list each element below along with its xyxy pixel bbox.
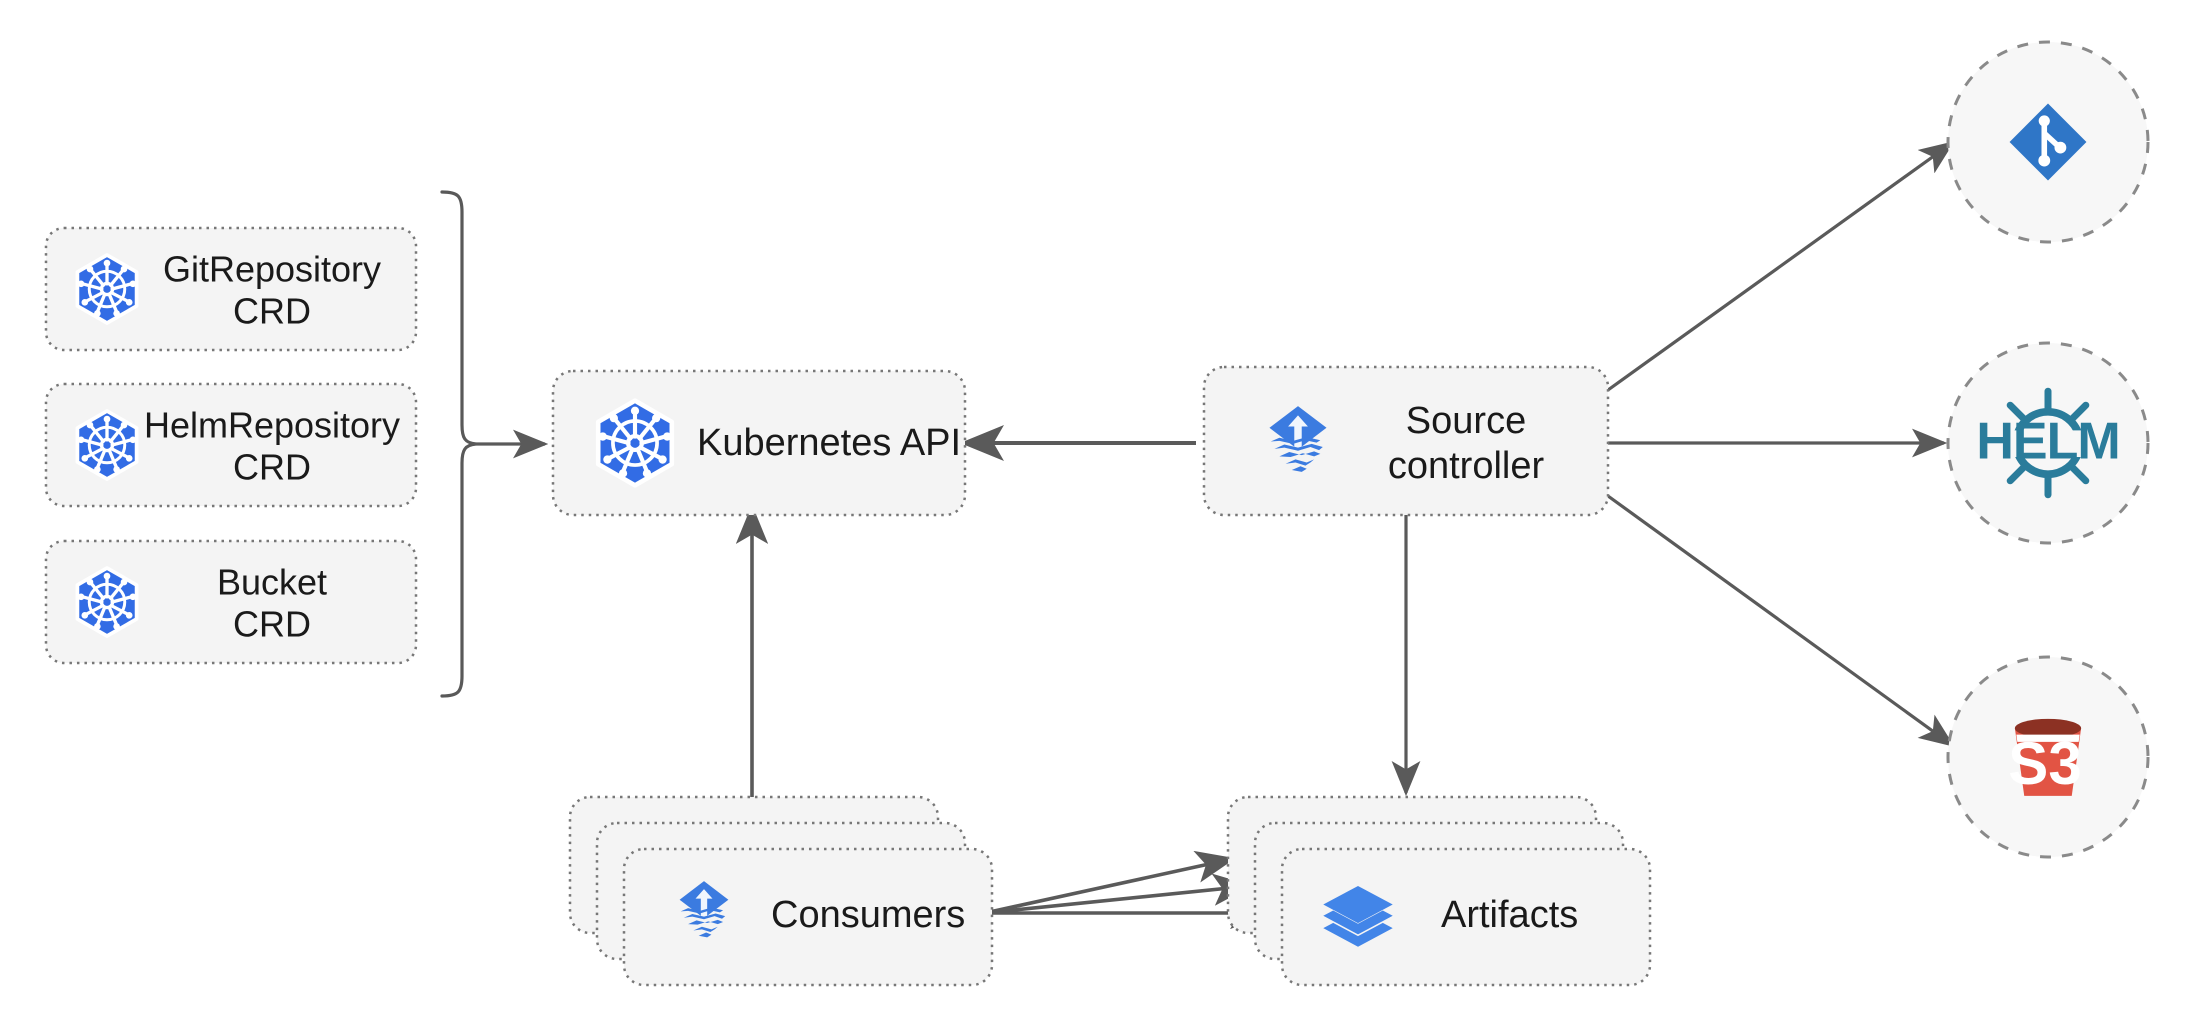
node-artifacts[interactable]: Artifacts — [1226, 795, 1652, 987]
kubernetes-icon — [75, 409, 139, 481]
crd-label-line2: CRD — [233, 604, 311, 645]
crd-group: GitRepository CRD HelmRepository CRD Buc… — [44, 226, 418, 665]
backend-git[interactable] — [1946, 40, 2150, 244]
kubernetes-icon — [75, 253, 139, 325]
node-background — [551, 369, 967, 517]
crd-box-gitrepository[interactable]: GitRepository CRD — [44, 226, 418, 352]
node-consumers[interactable]: Consumers — [568, 795, 994, 987]
backend-helm[interactable]: HELM — [1946, 341, 2150, 545]
backend-label-helm: HELM — [1976, 413, 2119, 471]
crd-box-background — [44, 226, 418, 352]
backend-label-s3: S3 — [2008, 730, 2081, 797]
crd-box-background — [44, 382, 418, 508]
crd-box-background — [44, 539, 418, 665]
crd-label-line2: CRD — [233, 447, 311, 488]
node-label-artifacts: Artifacts — [1441, 894, 1578, 936]
node-label-source-controller-line1: Source — [1406, 400, 1526, 442]
node-kubernetes-api[interactable]: Kubernetes API — [551, 369, 967, 517]
node-source-controller[interactable]: Source controller — [1202, 365, 1610, 517]
edge-consumers-to-artifacts-1 — [984, 850, 1236, 915]
node-stack-card-front — [622, 847, 994, 987]
crd-group-brace — [440, 190, 477, 698]
kubernetes-icon — [598, 401, 672, 486]
node-background — [1202, 365, 1610, 517]
crd-label-line1: HelmRepository — [144, 405, 400, 446]
edges-layer — [476, 141, 1955, 930]
crd-label-line2: CRD — [233, 291, 311, 332]
node-label-source-controller-line2: controller — [1388, 445, 1545, 487]
node-label-kubernetes-api: Kubernetes API — [697, 422, 961, 464]
crd-box-bucket[interactable]: Bucket CRD — [44, 539, 418, 665]
node-stack-card-front — [1280, 847, 1652, 987]
crd-label-line1: GitRepository — [163, 249, 381, 290]
backend-s3[interactable]: S3 — [1946, 655, 2150, 859]
crd-box-helmrepository[interactable]: HelmRepository CRD — [44, 382, 418, 508]
node-label-consumers: Consumers — [771, 894, 965, 936]
crd-label-line1: Bucket — [217, 562, 327, 603]
edge-consumers-to-artifacts-2 — [984, 873, 1253, 915]
edge-source-controller-to-git — [1607, 141, 1955, 392]
edge-source-controller-to-s3 — [1607, 494, 1955, 747]
kubernetes-icon — [75, 566, 139, 638]
